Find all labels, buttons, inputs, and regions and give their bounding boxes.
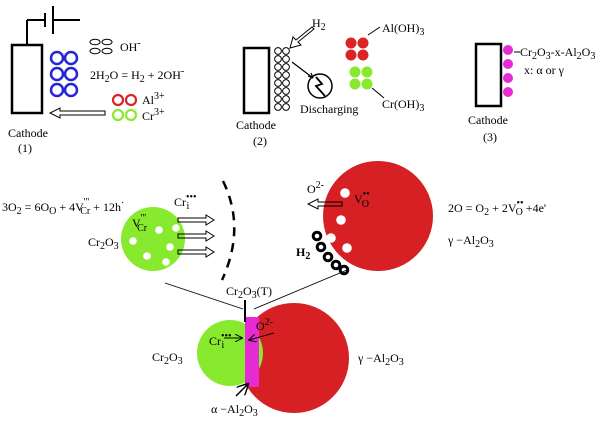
cathode-label-3: Cathode — [468, 113, 508, 127]
composite-interface: Cr2O3(T) Cr•••i O2- Cr2O3 γ −Al2O3 α −Al… — [152, 269, 404, 419]
blue-ion-grid — [49, 50, 79, 98]
composite-interstitial-label: Cr•••i — [209, 331, 232, 351]
chromia-label: Cr2O3 — [88, 235, 119, 252]
mixed-oxide-formula: Cr2O3-x-Al2O3 — [520, 45, 595, 62]
oxygen-vacancy-label: V••O — [354, 189, 370, 210]
phase-note: x: α or γ — [524, 63, 565, 77]
panel-3: Cr2O3-x-Al2O3 x: α or γ Cathode (3) — [468, 42, 595, 144]
hydroxide-label: OH- — [120, 38, 141, 54]
alpha-alumina-pointer — [235, 384, 248, 397]
chromium-hydroxide-dots — [349, 66, 373, 90]
aluminum-hydroxide-dots — [345, 37, 369, 61]
gamma-alumina-label: γ −Al2O3 — [447, 233, 494, 250]
oxide-ion-arrow-left — [249, 332, 275, 340]
cathode-label-2: Cathode — [236, 118, 276, 132]
discharging-spark-icon — [291, 61, 333, 99]
cathode-label-1: Cathode — [8, 126, 48, 140]
aluminum-hydroxide-label: Al(OH)3 — [382, 21, 424, 38]
hydrogen-label-2: H2 — [296, 245, 310, 262]
chromia-oxidation-reaction: 3O2 = 6OO + 4V'''Cr + 12h· — [2, 197, 124, 217]
cathode-electrode-2 — [242, 46, 271, 115]
chromia-grain: 3O2 = 6OO + 4V'''Cr + 12h· V'''Cr Cr2O3 … — [2, 180, 236, 281]
panel-number-1: (1) — [18, 141, 32, 155]
alumina-ball — [323, 161, 433, 271]
alpha-alumina-label: α −Al2O3 — [211, 402, 258, 419]
cathode-electrode — [10, 43, 44, 115]
interface-chromia-label: Cr2O3(T) — [226, 284, 272, 301]
interstitial-outward-arrows — [177, 214, 215, 258]
hydrogen-release-arrow — [289, 26, 315, 49]
hydrogen-label: H2 — [312, 16, 326, 33]
cathode-electrode-3 — [474, 42, 503, 108]
interface-boundary-dashed — [220, 180, 236, 281]
oxide-ion-arrow — [306, 198, 343, 210]
composite-chromia-label: Cr2O3 — [152, 350, 183, 367]
chromia-vacancies — [129, 224, 180, 266]
composite-gamma-label: γ −Al2O3 — [357, 351, 404, 368]
composite-oxide-ion-label: O2- — [256, 317, 273, 333]
oxide-ion-label: O2- — [307, 180, 324, 196]
composite-alumina-ball — [239, 303, 349, 413]
chromium-vacancy-label: V'''Cr — [132, 213, 148, 234]
water-reduction-equation: 2H2O = H2 + 2OH- — [90, 66, 184, 85]
chromium-interstitial-label: Cr•••i — [174, 192, 197, 212]
battery-icon — [26, 6, 80, 45]
hydrogen-bubble-column — [274, 47, 290, 111]
hydroxide-ion-icons — [89, 38, 113, 55]
panel-number-3: (3) — [483, 130, 497, 144]
panel-number-2: (2) — [253, 134, 267, 148]
alumina-reaction: 2O = O2 + 2V••O +4e' — [448, 198, 546, 218]
alumina-grain: V••O O2- H2 γ −Al2O3 2O = O2 + 2V••O +4e… — [296, 161, 546, 276]
aluminum-ion-icons — [111, 93, 138, 107]
hydrogen-bubbles — [311, 230, 350, 276]
oxide-film-dots — [503, 45, 513, 97]
chromium-hydroxide-label: Cr(OH)3 — [382, 97, 424, 114]
chromium-ion-icons — [111, 108, 138, 122]
chromia-ball — [121, 207, 185, 271]
panel-2: H2 Discharging Al(OH)3 Cr(OH)3 Cathode (… — [236, 16, 424, 148]
aluminum-ion-label: Al3+ — [142, 91, 165, 107]
chromium-ion-label: Cr3+ — [142, 107, 165, 123]
ion-migration-arrow — [48, 107, 106, 119]
panel-1: OH- 2H2O = H2 + 2OH- Al3+ Cr3+ Cathode (… — [8, 6, 184, 155]
oxygen-vacancies — [326, 188, 352, 253]
discharging-label: Discharging — [300, 102, 358, 116]
